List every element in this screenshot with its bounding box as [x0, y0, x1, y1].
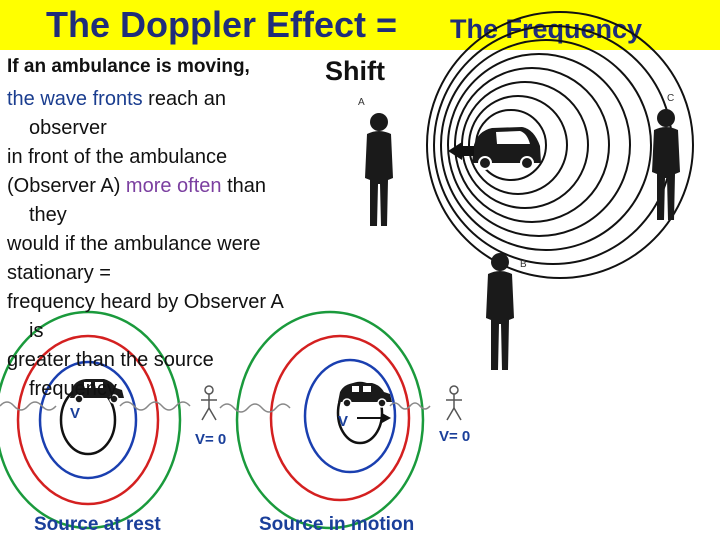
more-often-phrase: more often: [125, 175, 222, 197]
text-line: they: [29, 204, 67, 226]
text-segment: than: [221, 175, 267, 197]
left-car-icon: [70, 379, 124, 404]
text-line: (Observer A) more often than: [7, 172, 284, 201]
top-wavefronts: [426, 11, 694, 279]
text-line: in front of the ambulance: [7, 146, 228, 168]
slide-title: The Doppler Effect =: [46, 4, 398, 45]
title-shift-word: Shift: [325, 56, 385, 86]
right-source-velocity-label: V: [338, 413, 348, 430]
wave-fronts-phrase: the wave fronts: [7, 88, 143, 110]
text-line: observer: [29, 117, 107, 139]
text-segment: (Observer A): [7, 175, 126, 197]
text-line: would if the ambulance were: [7, 233, 261, 255]
observer-a-silhouette: [365, 113, 393, 226]
top-direction-arrow-icon: [448, 142, 474, 160]
top-car-icon: [472, 127, 541, 170]
right-car-icon: [338, 383, 392, 408]
left-sound-wave: [0, 401, 191, 411]
left-observer-velocity-label: V= 0: [195, 431, 226, 448]
text-line: stationary =: [7, 262, 111, 284]
observer-a-letter: A: [358, 97, 365, 108]
right-sound-wave: [219, 402, 431, 413]
title-bar: [0, 0, 720, 50]
right-direction-arrow-icon: [357, 413, 391, 423]
left-source-velocity-label: V: [70, 405, 80, 422]
text-line: the wave fronts reach an: [7, 85, 284, 114]
slide-title-continuation: The Frequency: [450, 14, 643, 44]
lead-sentence: If an ambulance is moving,: [7, 56, 250, 77]
observer-c-silhouette: [652, 109, 680, 220]
explanation-paragraph: the wave fronts reach an observer in fro…: [7, 85, 284, 404]
right-observer-velocity-label: V= 0: [439, 428, 470, 445]
observer-b-silhouette: [486, 253, 514, 370]
text-line: frequency: [29, 378, 117, 400]
text-segment: reach an: [142, 88, 227, 110]
caption-source-in-motion: Source in motion: [259, 514, 415, 535]
right-observer-stick-figure-icon: [446, 385, 462, 421]
observer-c-letter: C: [667, 93, 674, 104]
observer-b-letter: B: [520, 259, 527, 270]
text-line: greater than the source: [7, 349, 214, 371]
text-line: is: [29, 320, 44, 342]
left-wavefronts: [0, 310, 182, 530]
text-line: frequency heard by Observer A: [7, 291, 284, 313]
caption-source-at-rest: Source at rest: [34, 514, 161, 535]
left-observer-stick-figure-icon: [201, 385, 217, 421]
